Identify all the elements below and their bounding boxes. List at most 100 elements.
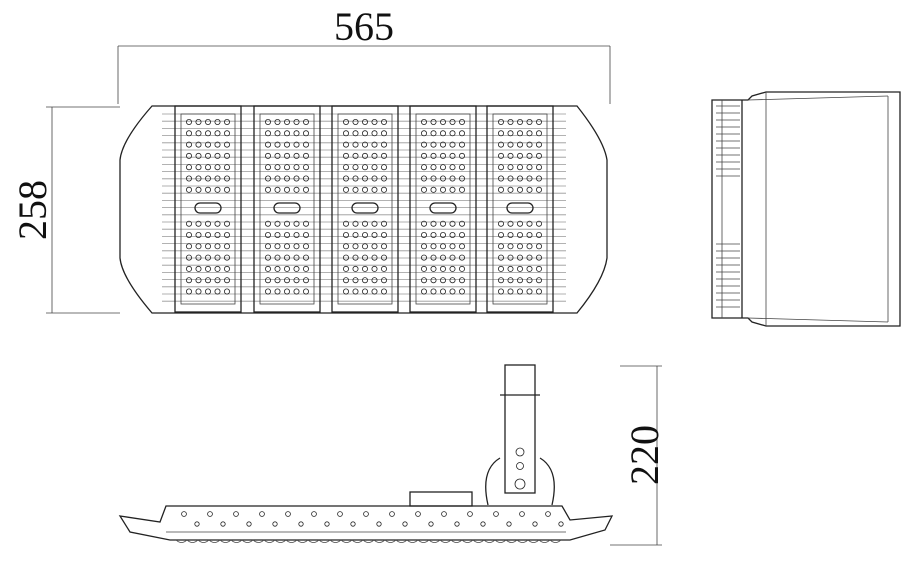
module-lens-plate — [259, 113, 315, 305]
led-dot — [507, 277, 514, 284]
led-dot — [195, 175, 202, 182]
lens-bump — [329, 539, 342, 543]
led-dot — [361, 152, 368, 159]
led-dot — [264, 152, 271, 159]
led-dot — [507, 254, 514, 261]
height-dimension-label: 258 — [10, 180, 55, 240]
led-dot — [185, 265, 192, 272]
led-dot — [430, 220, 437, 227]
led-dot — [420, 119, 427, 126]
led-dot — [497, 164, 504, 171]
mount-hole — [363, 511, 369, 517]
led-dot — [185, 164, 192, 171]
led-dot — [449, 277, 456, 284]
lens-bump — [406, 539, 419, 543]
led-dot — [430, 175, 437, 182]
led-dot — [274, 288, 281, 295]
led-dot — [526, 288, 533, 295]
led-dot — [371, 130, 378, 137]
led-dot — [458, 141, 465, 148]
led-dot — [264, 243, 271, 250]
led-dot — [352, 265, 359, 272]
led-dot — [458, 119, 465, 126]
module-lens-plate — [180, 113, 236, 305]
led-dot — [458, 277, 465, 284]
led-dot — [526, 277, 533, 284]
led-dot — [420, 231, 427, 238]
mount-hole — [350, 521, 356, 527]
led-dot — [274, 152, 281, 159]
led-dot — [497, 288, 504, 295]
led-dot — [214, 243, 221, 250]
lens-bump — [263, 539, 276, 543]
led-dot — [536, 130, 543, 137]
led-dot — [536, 265, 543, 272]
lens-bump — [439, 539, 452, 543]
led-dot — [371, 186, 378, 193]
led-dot — [204, 288, 211, 295]
led-dot — [264, 141, 271, 148]
led-dot — [361, 164, 368, 171]
led-dot — [439, 119, 446, 126]
led-dot — [352, 220, 359, 227]
led-dot — [371, 265, 378, 272]
led-dot — [264, 265, 271, 272]
led-dot — [223, 288, 230, 295]
led-dot — [195, 231, 202, 238]
led-dot — [283, 265, 290, 272]
led-dot — [195, 288, 202, 295]
led-dot — [195, 243, 202, 250]
module-frame — [486, 105, 554, 313]
led-dot — [223, 141, 230, 148]
led-dot — [342, 254, 349, 261]
led-dot — [526, 175, 533, 182]
led-dot — [223, 152, 230, 159]
led-dot — [185, 152, 192, 159]
led-dot — [214, 130, 221, 137]
led-dot — [430, 243, 437, 250]
led-dot — [293, 152, 300, 159]
led-dot — [439, 141, 446, 148]
led-dot — [507, 288, 514, 295]
led-dot — [274, 130, 281, 137]
mount-hole — [272, 521, 278, 527]
led-dot — [420, 175, 427, 182]
led-dot — [497, 186, 504, 193]
bracket-arm — [485, 457, 555, 506]
led-dot — [214, 231, 221, 238]
led-dot — [371, 141, 378, 148]
led-dot — [526, 231, 533, 238]
led-dot — [283, 152, 290, 159]
mount-hole — [194, 521, 200, 527]
led-dot — [430, 265, 437, 272]
led-dot — [507, 164, 514, 171]
led-dot — [302, 254, 309, 261]
lens-bump — [197, 539, 210, 543]
led-dot — [507, 130, 514, 137]
module-lens-plate — [337, 113, 393, 305]
led-dot — [420, 288, 427, 295]
led-dot — [214, 141, 221, 148]
led-dot — [449, 141, 456, 148]
led-dot — [223, 186, 230, 193]
led-dot — [204, 254, 211, 261]
led-dot — [380, 164, 387, 171]
led-dot — [449, 164, 456, 171]
lens-bump — [230, 539, 243, 543]
led-dot — [361, 119, 368, 126]
lens-bump — [373, 539, 386, 543]
led-dot — [283, 119, 290, 126]
led-dot — [352, 186, 359, 193]
led-dot — [195, 141, 202, 148]
led-dot — [361, 254, 368, 261]
led-dot — [274, 164, 281, 171]
lens-bump — [274, 539, 287, 543]
led-dot — [371, 119, 378, 126]
led-dot — [536, 119, 543, 126]
led-module — [409, 105, 477, 313]
led-dot — [526, 243, 533, 250]
lens-bump — [549, 539, 562, 543]
led-dot — [458, 152, 465, 159]
led-dot — [204, 164, 211, 171]
